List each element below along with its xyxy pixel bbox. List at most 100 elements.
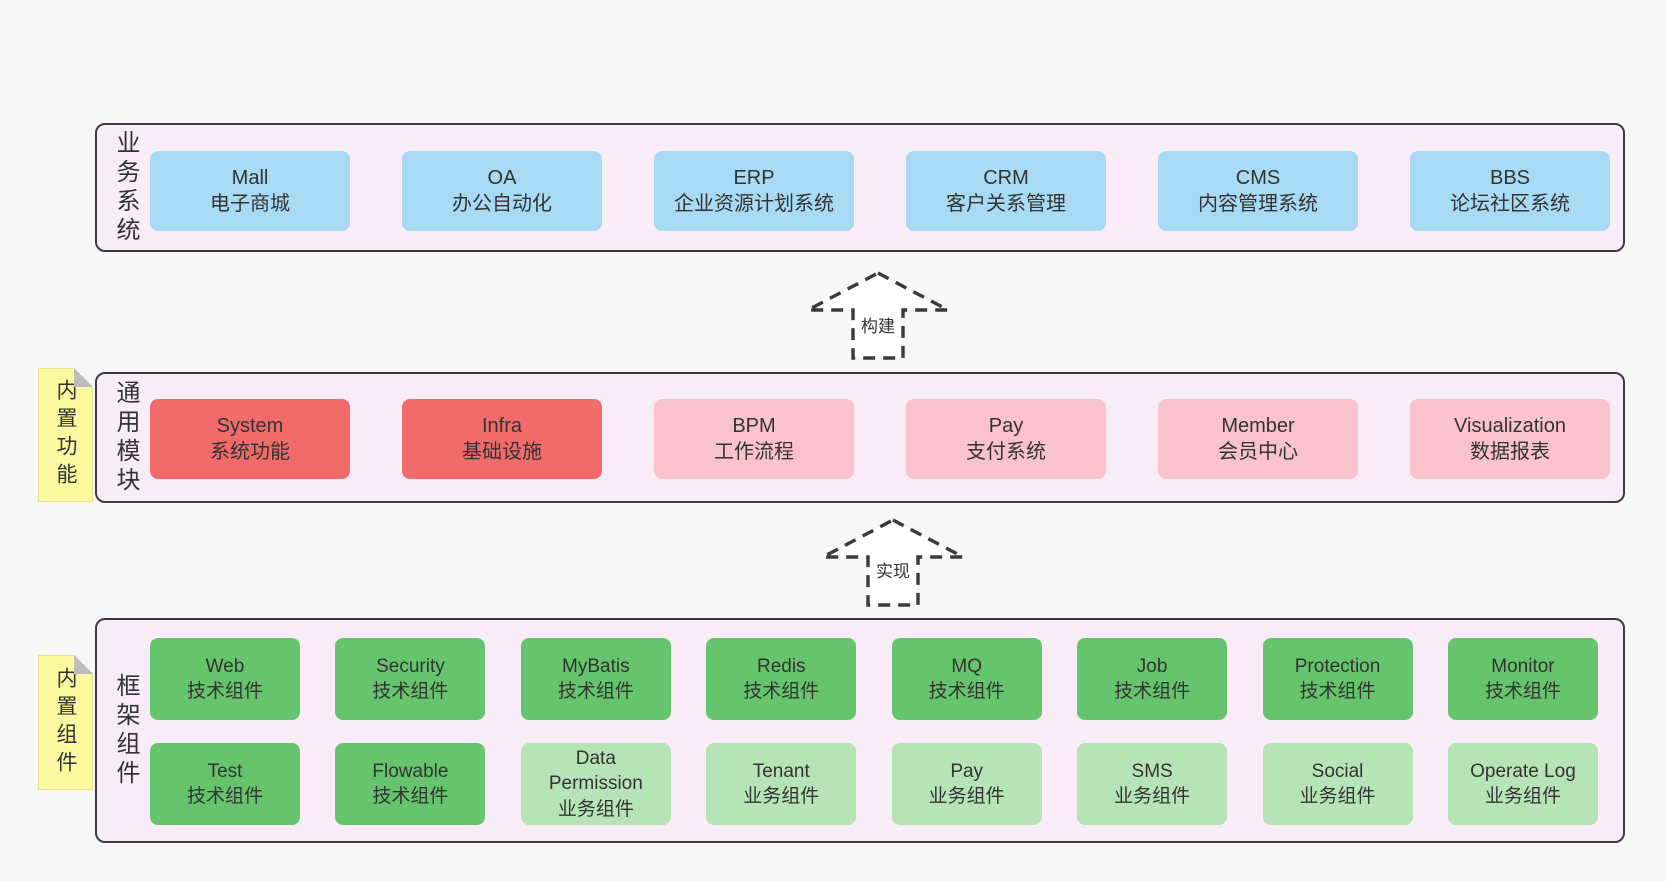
box-subtitle: 技术组件: [1299, 681, 1376, 702]
box-subtitle: 业务组件: [1299, 786, 1376, 807]
box-title: Visualization: [1454, 414, 1566, 437]
box-title: Job: [1136, 655, 1168, 677]
box-title: Flowable: [372, 760, 449, 782]
arrow-implement-label: 实现: [818, 556, 968, 583]
box-subtitle: 论坛社区系统: [1450, 193, 1570, 215]
box-subtitle: 业务组件: [557, 798, 634, 820]
box-title: ERP: [733, 166, 775, 189]
box-sms: SMS 业务组件: [1077, 743, 1228, 825]
box-title: MyBatis: [562, 655, 630, 677]
box-subtitle: 内容管理系统: [1198, 193, 1318, 215]
box-system: System 系统功能: [150, 399, 350, 479]
box-subtitle: 基础设施: [462, 441, 542, 463]
box-subtitle: 工作流程: [714, 441, 794, 463]
sticky-note-label: 内置功能: [54, 379, 77, 491]
box-subtitle: 业务组件: [1484, 786, 1561, 807]
box-operate-log: Operate Log 业务组件: [1447, 743, 1598, 825]
box-data-permission: Data Permission 业务组件: [520, 743, 671, 825]
box-infra: Infra 基础设施: [402, 399, 602, 479]
box-subtitle: 业务组件: [743, 786, 820, 807]
box-protection: Protection 技术组件: [1262, 638, 1413, 720]
box-title: Infra: [481, 414, 523, 437]
box-cms: CMS 内容管理系统: [1158, 151, 1358, 231]
box-title: Web: [205, 655, 245, 677]
box-title: Pay: [950, 760, 984, 782]
panel-common-modules: 通用模块 System 系统功能 Infra 基础设施 BPM 工作流程 Pay 支付系统 Me…: [95, 372, 1625, 503]
box-subtitle: 会员中心: [1218, 441, 1298, 463]
panel-business-systems: 业务系统 Mall 电子商城 OA 办公自动化 ERP 企业资源计划系统 CRM 客户关系管理…: [95, 123, 1625, 252]
box-job: Job 技术组件: [1077, 638, 1228, 720]
box-subtitle: 业务组件: [928, 786, 1005, 807]
box-erp: ERP 企业资源计划系统: [654, 151, 854, 231]
box-subtitle: 技术组件: [1114, 681, 1191, 702]
box-title: Pay: [988, 414, 1024, 437]
box-crm: CRM 客户关系管理: [906, 151, 1106, 231]
box-title: Operate Log: [1470, 760, 1576, 782]
sticky-note-built-in-features: 内置功能: [38, 368, 93, 502]
box-title: Protection: [1294, 655, 1381, 677]
box-flowable: Flowable 技术组件: [335, 743, 486, 825]
box-title: Tenant: [752, 760, 810, 782]
common-modules-row: System 系统功能 Infra 基础设施 BPM 工作流程 Pay 支付系统 Member 会…: [150, 399, 1610, 479]
sticky-note-built-in-components: 内置组件: [38, 655, 93, 790]
box-title: Data Permission: [548, 748, 643, 795]
box-title: Test: [207, 760, 243, 782]
box-subtitle: 技术组件: [186, 681, 263, 702]
layer-label-common-modules: 通用模块: [112, 379, 139, 496]
box-title: Monitor: [1491, 655, 1555, 677]
box-pay: Pay 业务组件: [891, 743, 1042, 825]
box-subtitle: 技术组件: [743, 681, 820, 702]
box-subtitle: 电子商城: [210, 193, 290, 215]
box-tenant: Tenant 业务组件: [706, 743, 857, 825]
box-visualization: Visualization 数据报表: [1410, 399, 1610, 479]
box-subtitle: 技术组件: [372, 786, 449, 807]
box-web: Web 技术组件: [150, 638, 300, 720]
box-title: MQ: [951, 655, 982, 677]
box-subtitle: 数据报表: [1470, 441, 1550, 463]
box-oa: OA 办公自动化: [402, 151, 602, 231]
box-mybatis: MyBatis 技术组件: [520, 638, 671, 720]
box-title: BPM: [732, 414, 776, 437]
box-social: Social 业务组件: [1262, 743, 1413, 825]
box-title: Security: [376, 655, 445, 677]
box-title: CMS: [1235, 166, 1281, 189]
box-title: CRM: [983, 166, 1029, 189]
box-title: Mall: [231, 166, 269, 189]
business-systems-row: Mall 电子商城 OA 办公自动化 ERP 企业资源计划系统 CRM 客户关系管理 CMS 内容…: [150, 151, 1610, 231]
box-redis: Redis 技术组件: [706, 638, 857, 720]
box-subtitle: 企业资源计划系统: [674, 193, 834, 215]
box-test: Test 技术组件: [150, 743, 300, 825]
box-subtitle: 技术组件: [928, 681, 1005, 702]
box-subtitle: 技术组件: [186, 786, 263, 807]
box-pay: Pay 支付系统: [906, 399, 1106, 479]
box-title: Redis: [756, 655, 806, 677]
arrow-build-label: 构建: [803, 311, 953, 338]
box-subtitle: 客户关系管理: [946, 193, 1066, 215]
box-subtitle: 系统功能: [210, 441, 290, 463]
box-monitor: Monitor 技术组件: [1447, 638, 1598, 720]
layer-label-business-systems: 业务系统: [112, 129, 139, 246]
box-title: OA: [487, 166, 517, 189]
box-title: BBS: [1489, 166, 1531, 189]
box-subtitle: 支付系统: [966, 441, 1046, 463]
box-subtitle: 技术组件: [557, 681, 634, 702]
box-subtitle: 业务组件: [1114, 786, 1191, 807]
box-title: SMS: [1131, 760, 1173, 782]
box-subtitle: 技术组件: [372, 681, 449, 702]
box-security: Security 技术组件: [335, 638, 486, 720]
box-mq: MQ 技术组件: [891, 638, 1042, 720]
box-member: Member 会员中心: [1158, 399, 1358, 479]
box-subtitle: 技术组件: [1484, 681, 1561, 702]
box-mall: Mall 电子商城: [150, 151, 350, 231]
box-subtitle: 办公自动化: [452, 193, 552, 215]
layer-label-framework-components: 框架组件: [112, 672, 139, 789]
box-title: Social: [1311, 760, 1364, 782]
box-bbs: BBS 论坛社区系统: [1410, 151, 1610, 231]
box-bpm: BPM 工作流程: [654, 399, 854, 479]
sticky-note-label: 内置组件: [54, 666, 77, 779]
box-title: Member: [1221, 414, 1295, 437]
box-title: System: [216, 414, 284, 437]
